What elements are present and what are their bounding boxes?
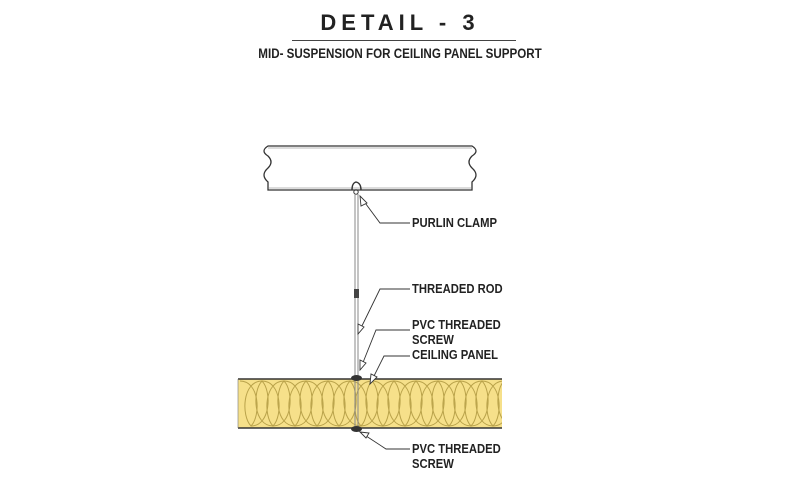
label-pvc-screw-bottom-line1: PVC THREADED <box>412 442 501 456</box>
threaded-rod <box>354 194 359 376</box>
arrow-ceiling-panel <box>369 373 378 386</box>
arrow-pvc-screw-bottom <box>358 431 370 439</box>
purlin-clamp <box>351 181 362 195</box>
leader-pvc-screw-top <box>359 329 410 371</box>
leader-purlin-clamp <box>359 195 410 224</box>
detail-title: DETAIL - 3 <box>320 10 480 35</box>
pvc-screw-bottom <box>351 426 362 432</box>
ceiling-panel <box>237 378 502 429</box>
label-pvc-screw-top-line2: SCREW <box>412 333 454 347</box>
arrow-threaded-rod <box>357 323 365 336</box>
arrow-purlin-clamp <box>359 194 368 207</box>
leader-threaded-rod <box>357 288 410 335</box>
arrow-pvc-screw-top <box>359 359 367 372</box>
leader-ceiling-panel <box>369 355 410 385</box>
label-purlin-clamp: PURLIN CLAMP <box>412 216 498 230</box>
pvc-screw-top <box>351 375 362 381</box>
purlin <box>263 145 477 191</box>
title-underline <box>292 40 516 41</box>
label-pvc-screw-top-line1: PVC THREADED <box>412 318 501 332</box>
label-ceiling-panel: CEILING PANEL <box>412 348 499 362</box>
label-threaded-rod: THREADED ROD <box>412 282 503 296</box>
label-pvc-screw-bottom-line2: SCREW <box>412 457 454 471</box>
detail-subtitle: MID- SUSPENSION FOR CEILING PANEL SUPPOR… <box>258 46 542 61</box>
leader-pvc-screw-bottom <box>359 431 410 450</box>
